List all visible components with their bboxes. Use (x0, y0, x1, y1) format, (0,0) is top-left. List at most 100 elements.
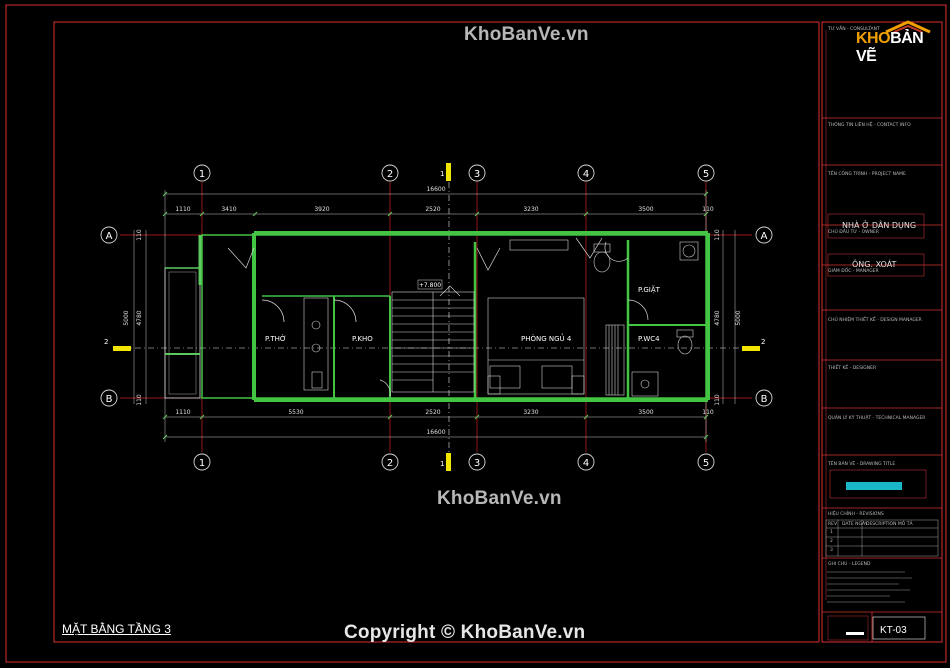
dim-top-2: 3410 (221, 206, 236, 213)
grid-bubble-5-bottom: 5 (697, 453, 715, 471)
tb-drawing-heading: TÊN BẢN VẼ - DRAWING TITLE (828, 462, 896, 467)
svg-text:1: 1 (199, 458, 205, 469)
tb-project-heading: TÊN CÔNG TRÌNH - PROJECT NAME (828, 172, 906, 177)
dim-left-inner: 4780 (136, 310, 143, 325)
svg-text:5: 5 (703, 458, 709, 469)
tb-revision-heading: HIỆU CHỈNH - REVISIONS (828, 512, 884, 517)
sheet-number-box (872, 616, 926, 640)
logo-text-b: BẢN VẼ (856, 30, 924, 65)
section-mark-1-top: 1 (440, 170, 444, 178)
svg-text:3: 3 (474, 169, 480, 180)
grid-bubble-a-right: A (755, 226, 773, 244)
washing-machine (679, 241, 699, 261)
section-mark-2-right: 2 (761, 338, 765, 346)
tb-rev-col-rev: REV (828, 522, 838, 527)
svg-text:B: B (761, 394, 768, 405)
dim-top-7: 110 (702, 206, 714, 213)
dim-top-3: 3920 (314, 206, 329, 213)
drawing-title: MẶT BẰNG TẦNG 3 (62, 622, 171, 636)
grid-bubble-5-top: 5 (697, 164, 715, 182)
dim-top-6: 3500 (638, 206, 653, 213)
svg-text:2: 2 (387, 169, 393, 180)
grid-bubble-1-bottom: 1 (193, 453, 211, 471)
watermark-bottom: KhoBanVe.vn (437, 488, 562, 509)
dimension-ticks (162, 191, 709, 440)
wc4-toilet (677, 335, 693, 355)
dim-right-inner: 4780 (714, 310, 721, 325)
tb-rev-col-desc: DESCRIPTION MÔ TẢ (866, 522, 913, 527)
svg-text:A: A (106, 231, 113, 242)
svg-text:5: 5 (703, 169, 709, 180)
copyright-text: Copyright © KhoBanVe.vn (344, 622, 586, 643)
shower (631, 371, 659, 397)
sheet-number: KT-03 (880, 625, 907, 636)
section-mark-1-bottom: 1 (440, 460, 444, 468)
dim-total-top: 16600 (426, 186, 445, 193)
drawing-title-highlight (846, 482, 902, 490)
grid-bubble-4-top: 4 (577, 164, 595, 182)
balcony (164, 235, 202, 399)
level-mark: +7.800 (419, 282, 441, 289)
dim-bottom-4: 3230 (523, 409, 538, 416)
wc-toilet (593, 251, 611, 273)
grid-bubble-3-top: 3 (468, 164, 486, 182)
dim-right-outer: 5000 (735, 310, 742, 325)
house-roof-icon (885, 20, 931, 34)
level-mark-box (417, 279, 443, 290)
grid-bubble-4-bottom: 4 (577, 453, 595, 471)
project-name-box (827, 213, 925, 239)
legend-lines (827, 571, 912, 603)
svg-text:4: 4 (583, 458, 589, 469)
walls (201, 231, 710, 402)
svg-text:3: 3 (474, 458, 480, 469)
bed (487, 297, 585, 395)
room-label-kho: P.KHO (352, 335, 373, 343)
tb-rev-row-1: 1 (830, 530, 833, 535)
dim-total-bottom: 16600 (426, 429, 445, 436)
grid-bubble-1-top: 1 (193, 164, 211, 182)
grid-bubble-2-bottom: 2 (381, 453, 399, 471)
grid-bubbles: 1 2 3 4 5 1 2 3 4 5 A B A B (100, 164, 773, 471)
tb-legend-heading: GHI CHÚ - LEGEND (828, 562, 871, 567)
owner-box (827, 253, 925, 277)
svg-text:B: B (106, 394, 113, 405)
dimension-texts: 16600 1110 3410 3920 2520 3230 3500 110 … (123, 186, 742, 436)
sheet-outer-frame (5, 4, 947, 663)
tb-design-lead-heading: CHỦ NHIỆM THIẾT KẾ - DESIGN MANAGER (828, 318, 922, 323)
dim-bottom-1: 1110 (175, 409, 190, 416)
dim-left-small-a: 110 (136, 229, 143, 241)
tb-manager-heading: GIÁM ĐỐC - MANAGER (828, 269, 879, 274)
tb-rev-row-2: 2 (830, 539, 833, 544)
dim-left-outer: 5000 (123, 310, 130, 325)
room-label-giat: P.GIẶT (638, 285, 661, 294)
dim-bottom-3: 2520 (425, 409, 440, 416)
dim-top-4: 2520 (425, 206, 440, 213)
kho-ban-ve-logo: KHOBẢN VẼ (856, 20, 940, 65)
grid-bubble-b-left: B (100, 389, 118, 407)
watermark-top: KhoBanVe.vn (464, 24, 589, 45)
tb-designer-heading: THIẾT KẾ - DESIGNER (828, 366, 877, 371)
svg-text:4: 4 (583, 169, 589, 180)
drawing-frame (53, 21, 820, 643)
dim-right-small-b: 110 (714, 394, 721, 406)
tb-project-name: NHÀ Ở DÂN DỤNG (842, 221, 917, 230)
drawing-title-box (829, 469, 927, 499)
tb-contact-heading: THÔNG TIN LIÊN HỆ - CONTACT INFO (828, 123, 911, 128)
grid-bubble-b-right: B (755, 389, 773, 407)
grid-bubble-3-bottom: 3 (468, 453, 486, 471)
revision-table (825, 519, 939, 557)
dim-bottom-5: 3500 (638, 409, 653, 416)
furniture (303, 239, 699, 397)
title-block-lines (822, 30, 942, 642)
section-markers: 1 1 2 2 (104, 163, 765, 471)
dim-bottom-2: 5530 (288, 409, 303, 416)
title-block-frame (821, 21, 943, 643)
grid-bubble-a-left: A (100, 226, 118, 244)
dim-right-small-a: 110 (714, 229, 721, 241)
wardrobe (509, 239, 569, 251)
room-labels: P.THỜ P.KHO PHÒNG NGỦ 4 P.GIẶT P.WC4 (265, 285, 661, 343)
grid-bubble-2-top: 2 (381, 164, 399, 182)
room-label-ngu: PHÒNG NGỦ 4 (521, 333, 572, 343)
dim-top-1: 1110 (175, 206, 190, 213)
